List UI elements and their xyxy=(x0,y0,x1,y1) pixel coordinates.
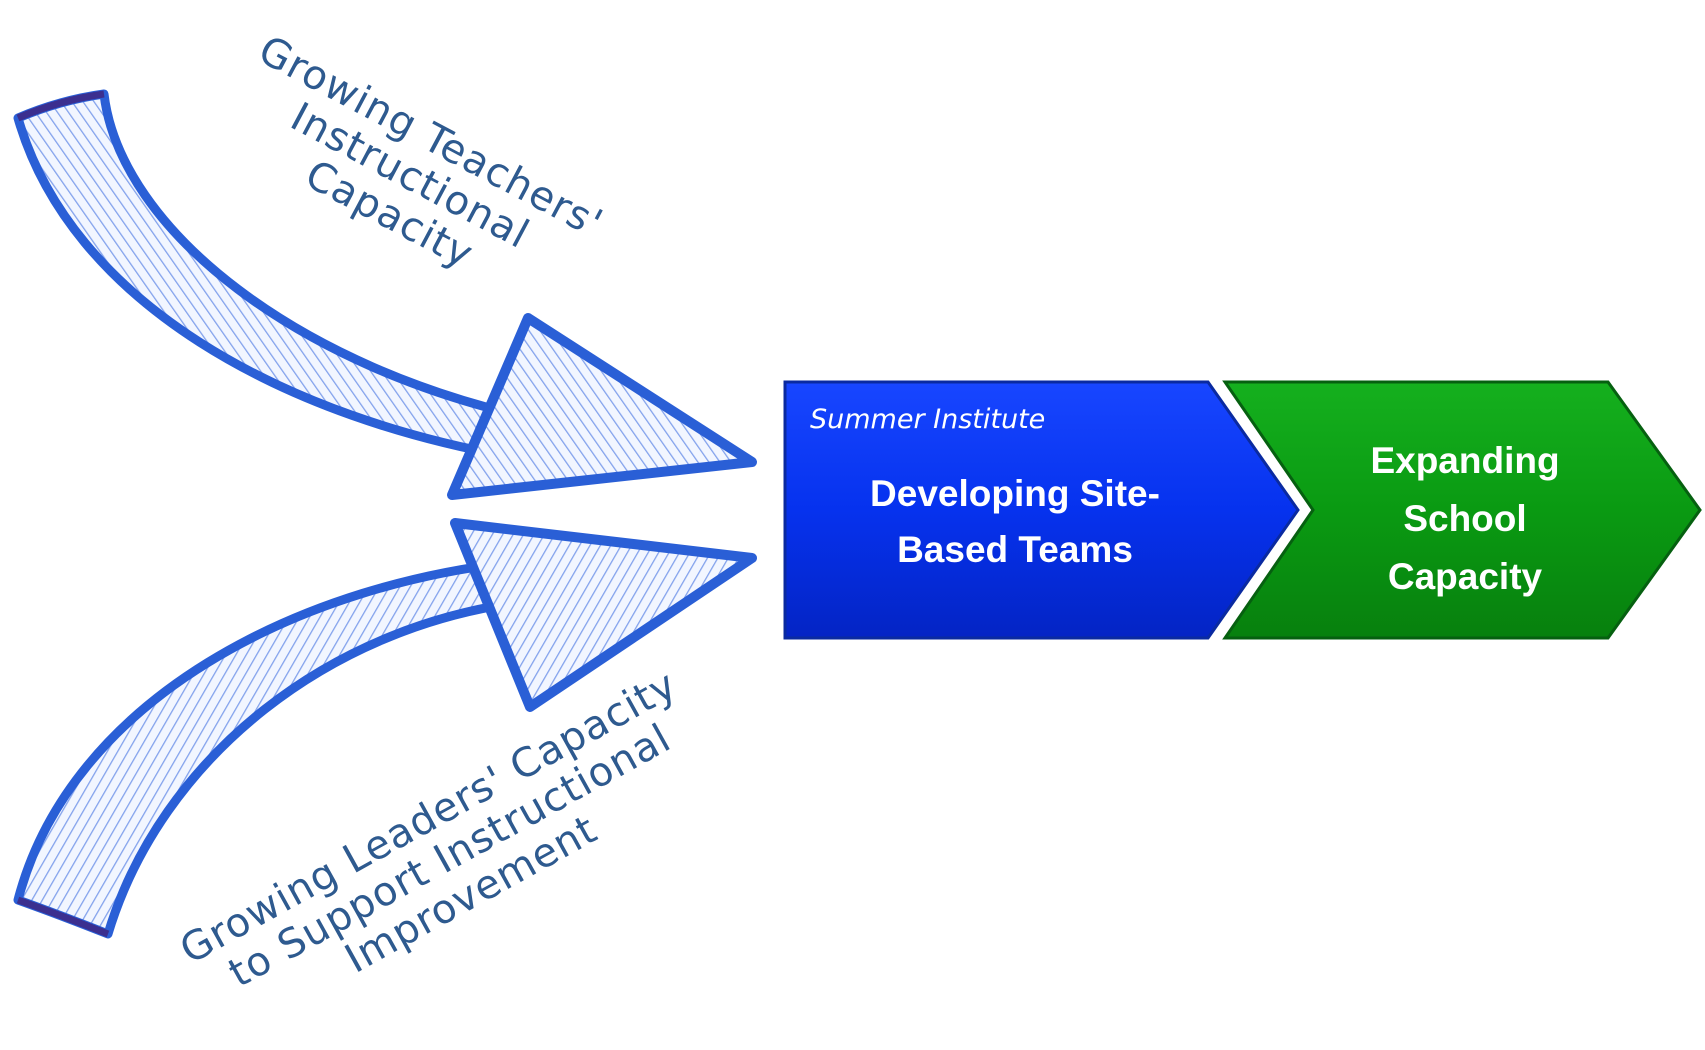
green-title-line-3: Capacity xyxy=(1387,556,1543,597)
top-arrow-head xyxy=(447,313,757,500)
flow-diagram xyxy=(13,89,1702,939)
blue-chevron xyxy=(783,380,1300,640)
bottom-sketch-arrow xyxy=(13,518,757,939)
summer-institute-label: Summer Institute xyxy=(810,404,1046,435)
green-title-line-2: School xyxy=(1403,498,1527,539)
top-arrow-tail-mark xyxy=(16,90,105,122)
blue-title-line-1: Developing Site- xyxy=(870,473,1160,514)
bottom-arrow-head xyxy=(450,518,757,712)
top-sketch-arrow xyxy=(13,89,757,500)
blue-chevron-title: Developing Site- Based Teams xyxy=(830,466,1200,578)
blue-title-line-2: Based Teams xyxy=(897,529,1133,570)
green-title-line-1: Expanding xyxy=(1370,440,1560,481)
green-chevron-title: Expanding School Capacity xyxy=(1300,432,1630,606)
green-chevron xyxy=(1222,380,1702,640)
bottom-arrow-tail-mark xyxy=(16,896,110,938)
